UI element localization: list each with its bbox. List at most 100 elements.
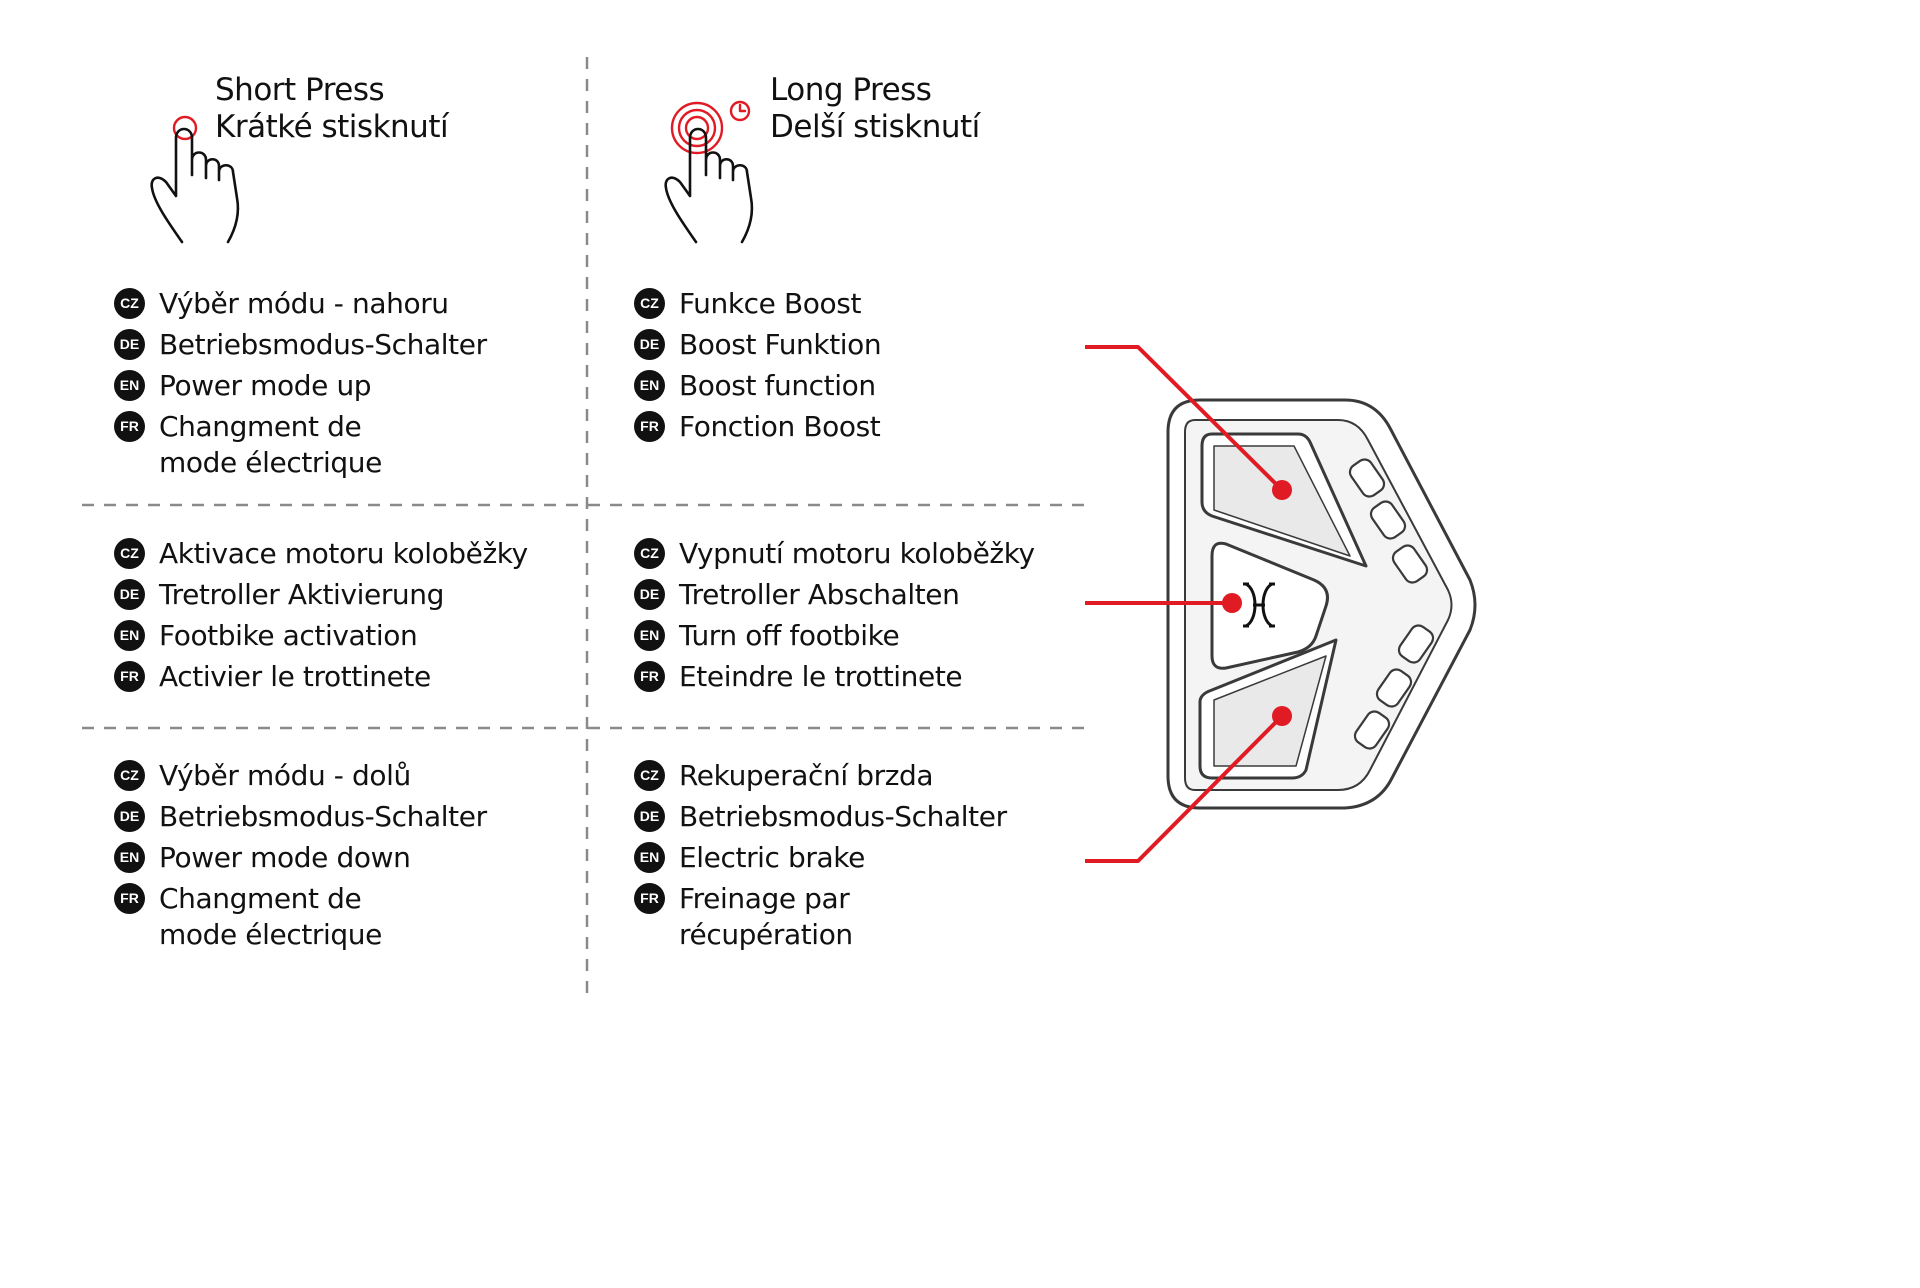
indicator-led xyxy=(1348,458,1386,498)
long-press-header: Long Press Delší stisknutí xyxy=(770,72,980,146)
instruction-item-en: EN Boost function xyxy=(634,368,881,404)
indicator-led xyxy=(1369,500,1407,540)
instruction-item-cz: CZ Rekuperační brzda xyxy=(634,758,1007,794)
callout-up-dot xyxy=(1272,480,1292,500)
instruction-text: Výběr módu - nahoru xyxy=(159,287,449,320)
instruction-item-fr: FR Eteindre le trottinete xyxy=(634,659,1035,695)
callout-power-dot xyxy=(1222,593,1242,613)
callout-up-leader xyxy=(1085,345,1284,492)
instruction-text: Funkce Boost xyxy=(679,287,862,320)
instruction-text: Changment de mode électrique xyxy=(159,882,382,951)
callout-leaders xyxy=(1085,345,1284,863)
indicator-led xyxy=(1397,624,1435,664)
language-badge: DE xyxy=(634,801,665,832)
instruction-item-en: EN Electric brake xyxy=(634,840,1007,876)
indicator-led xyxy=(1353,710,1391,750)
instruction-item-fr: FR Activier le trottinete xyxy=(114,659,528,695)
language-badge: EN xyxy=(634,620,665,651)
instruction-text: Rekuperační brzda xyxy=(679,759,934,792)
instruction-item-cz: CZ Aktivace motoru koloběžky xyxy=(114,536,528,572)
instruction-text: Power mode up xyxy=(159,369,372,402)
instruction-text: Freinage par récupération xyxy=(679,882,853,951)
language-badge: DE xyxy=(114,329,145,360)
controller-instruction-diagram: Short Press Krátké stisknutí Long Press … xyxy=(82,57,1477,1000)
long-press-hand-icon xyxy=(664,100,754,244)
controller-device xyxy=(1166,398,1477,810)
language-badge: DE xyxy=(114,801,145,832)
instruction-text: Eteindre le trottinete xyxy=(679,660,963,693)
language-badge: CZ xyxy=(114,538,145,569)
instruction-item-de: DE Tretroller Aktivierung xyxy=(114,577,528,613)
language-badge: CZ xyxy=(634,538,665,569)
instruction-item-fr: FR Freinage par récupération xyxy=(634,881,1007,953)
language-badge: FR xyxy=(114,411,145,442)
instruction-item-fr: FR Fonction Boost xyxy=(634,409,881,445)
indicator-led xyxy=(1391,544,1429,584)
short-press-title: Short Press xyxy=(215,72,385,108)
instruction-text: Betriebsmodus-Schalter xyxy=(679,800,1007,833)
language-badge: EN xyxy=(114,370,145,401)
instruction-text: Betriebsmodus-Schalter xyxy=(159,800,487,833)
instruction-text: Activier le trottinete xyxy=(159,660,431,693)
short-press-subtitle: Krátké stisknutí xyxy=(215,109,449,145)
instruction-item-cz: CZ Výběr módu - nahoru xyxy=(114,286,487,322)
instruction-text: Aktivace motoru koloběžky xyxy=(159,537,528,570)
callout-down-dot xyxy=(1272,706,1292,726)
long-press-subtitle: Delší stisknutí xyxy=(770,109,980,145)
instruction-item-fr: FR Changment de mode électrique xyxy=(114,881,487,953)
up-button-face xyxy=(1213,445,1351,557)
indicator-leds xyxy=(1348,458,1435,750)
instruction-text: Boost function xyxy=(679,369,876,402)
instruction-text: Boost Funktion xyxy=(679,328,882,361)
instruction-item-fr: FR Changment de mode électrique xyxy=(114,409,487,481)
short-press-header: Short Press Krátké stisknutí xyxy=(215,72,449,146)
instruction-text: Fonction Boost xyxy=(679,410,881,443)
instruction-item-de: DE Betriebsmodus-Schalter xyxy=(114,799,487,835)
instruction-text: Power mode down xyxy=(159,841,411,874)
instruction-text: Tretroller Aktivierung xyxy=(159,578,444,611)
language-badge: EN xyxy=(634,842,665,873)
long-press-title: Long Press xyxy=(770,72,932,108)
down-button-face xyxy=(1213,655,1327,767)
indicator-led xyxy=(1375,668,1413,708)
callout-dots xyxy=(1222,480,1292,726)
language-badge: CZ xyxy=(634,760,665,791)
instruction-text: Tretroller Abschalten xyxy=(679,578,960,611)
instruction-text: Changment de mode électrique xyxy=(159,410,382,479)
language-badge: EN xyxy=(114,620,145,651)
power-logo-icon xyxy=(1243,582,1275,628)
diagram-artwork xyxy=(82,57,1477,1000)
callout-down-leader xyxy=(1085,714,1284,863)
long-press-rings-icon xyxy=(670,101,724,155)
instruction-item-en: EN Power mode down xyxy=(114,840,487,876)
language-badge: EN xyxy=(114,842,145,873)
language-badge: FR xyxy=(634,661,665,692)
power-button[interactable] xyxy=(1210,541,1329,670)
instruction-text: Betriebsmodus-Schalter xyxy=(159,328,487,361)
language-badge: FR xyxy=(634,883,665,914)
instruction-item-de: DE Tretroller Abschalten xyxy=(634,577,1035,613)
language-badge: FR xyxy=(634,411,665,442)
instruction-item-en: EN Turn off footbike xyxy=(634,618,1035,654)
instruction-text: Electric brake xyxy=(679,841,865,874)
instruction-text: Výběr módu - dolů xyxy=(159,759,411,792)
language-badge: FR xyxy=(114,661,145,692)
language-badge: EN xyxy=(634,370,665,401)
language-badge: DE xyxy=(634,579,665,610)
tap-hand-icon xyxy=(150,115,240,244)
instruction-item-en: EN Power mode up xyxy=(114,368,487,404)
instruction-text: Turn off footbike xyxy=(679,619,900,652)
language-badge: CZ xyxy=(114,288,145,319)
instruction-item-de: DE Betriebsmodus-Schalter xyxy=(634,799,1007,835)
language-badge: DE xyxy=(114,579,145,610)
language-badge: FR xyxy=(114,883,145,914)
